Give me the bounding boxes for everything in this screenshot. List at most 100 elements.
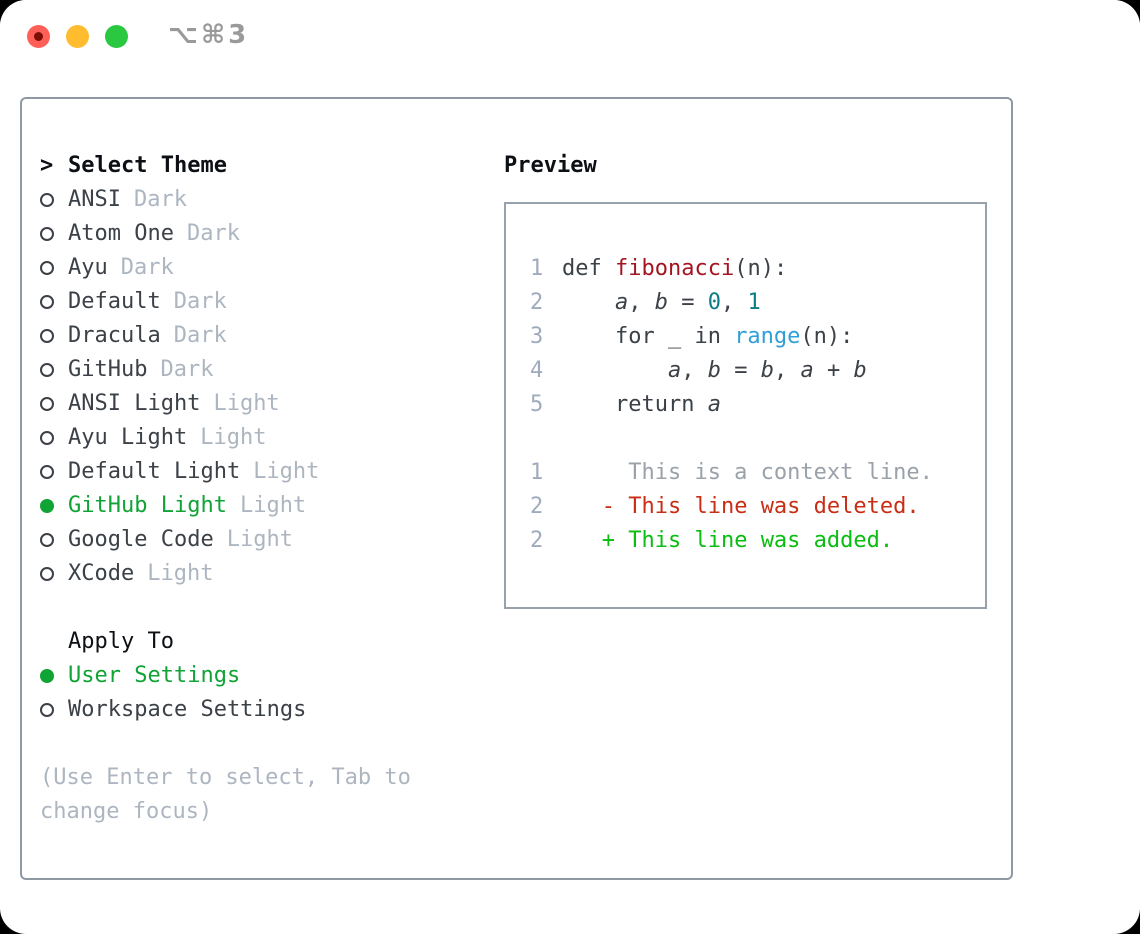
titlebar[interactable]: ⌥⌘3 (0, 0, 1140, 72)
theme-variant-tag: Dark (120, 255, 174, 280)
token-plain: def (562, 256, 615, 281)
radio-icon (40, 397, 54, 411)
line-number: 2 (530, 494, 544, 519)
radio-cell (40, 261, 68, 275)
radio-cell (40, 397, 68, 411)
radio-cell (40, 669, 68, 683)
radio-icon (40, 295, 54, 309)
radio-cell (40, 227, 68, 241)
prompt-icon: > (40, 153, 54, 178)
token-plain (562, 494, 602, 519)
token-plain: , (628, 290, 655, 315)
theme-option-default[interactable]: Default Dark (40, 285, 411, 319)
token-var: b (707, 358, 721, 383)
minimize-button[interactable] (66, 25, 89, 48)
token-num: 0 (707, 290, 721, 315)
radio-cell (40, 329, 68, 343)
theme-label: Ayu (68, 255, 108, 280)
zoom-button[interactable] (105, 25, 128, 48)
token-plain (562, 528, 602, 553)
token-var: a (707, 392, 721, 417)
radio-icon (40, 465, 54, 479)
theme-label: ANSI (68, 187, 121, 212)
blank-line (530, 422, 985, 456)
token-call: range (734, 324, 801, 349)
token-plain: = (667, 290, 708, 315)
token-plain: = (720, 358, 761, 383)
theme-label: Default (68, 289, 161, 314)
code-line: 4 a, b = b, a + b (530, 354, 985, 388)
apply-option-user-settings[interactable]: User Settings (40, 659, 411, 693)
radio-cell (40, 363, 68, 377)
apply-option-label: User Settings (68, 663, 241, 688)
token-var: b (853, 358, 867, 383)
token-plain: + (813, 358, 854, 383)
code-line: 3 for _ in range(n): (530, 320, 985, 354)
section-spacer (40, 591, 411, 625)
apply-to-title: Apply To (68, 629, 174, 654)
line-number: 5 (530, 392, 544, 417)
line-number: 3 (530, 324, 544, 349)
theme-label: XCode (68, 561, 135, 586)
radio-cell (40, 465, 68, 479)
radio-cell (40, 533, 68, 547)
theme-variant-tag: Light (239, 493, 307, 518)
token-plain (562, 358, 668, 383)
theme-variant-tag: Light (213, 391, 280, 416)
token-plain: , (681, 358, 708, 383)
radio-cell (40, 431, 68, 445)
radio-icon (40, 431, 54, 445)
theme-variant-tag: Dark (173, 289, 227, 314)
radio-icon (40, 329, 54, 343)
theme-label: Ayu Light (68, 425, 188, 450)
token-num: 1 (747, 290, 761, 315)
token-plain: for _ in (562, 324, 735, 349)
radio-cell (40, 703, 68, 717)
token-var: a (800, 358, 814, 383)
radio-icon (40, 261, 54, 275)
radio-icon (40, 703, 54, 717)
apply-option-workspace-settings[interactable]: Workspace Settings (40, 693, 411, 727)
close-button[interactable] (27, 25, 50, 48)
token-plain: , (773, 358, 801, 383)
token-plain: return (562, 392, 708, 417)
radio-cell (40, 499, 68, 513)
line-number: 4 (530, 358, 544, 383)
radio-cell (40, 567, 68, 581)
theme-variant-tag: Light (226, 527, 293, 552)
theme-label: Google Code (68, 527, 214, 552)
token-var: b (760, 358, 774, 383)
select-theme-header: > Select Theme (40, 149, 411, 183)
token-fn: fibonacci (614, 256, 735, 281)
token-ctx: This is a context line. (562, 460, 933, 485)
unsaved-indicator-dot (34, 32, 43, 41)
code-line: 5 return a (530, 388, 985, 422)
theme-option-ayu[interactable]: Ayu Dark (40, 251, 411, 285)
token-add: + This line was added. (601, 528, 894, 553)
code-line: 2 - This line was deleted. (530, 490, 985, 524)
theme-option-google-code[interactable]: Google Code Light (40, 523, 411, 557)
radio-icon (40, 363, 54, 377)
radio-icon (40, 567, 54, 581)
code-line: 2 + This line was added. (530, 524, 985, 558)
section-spacer (40, 727, 411, 761)
token-var: a (667, 358, 682, 383)
apply-option-label: Workspace Settings (68, 697, 307, 722)
select-theme-title: Select Theme (68, 153, 227, 178)
traffic-lights (27, 25, 128, 48)
